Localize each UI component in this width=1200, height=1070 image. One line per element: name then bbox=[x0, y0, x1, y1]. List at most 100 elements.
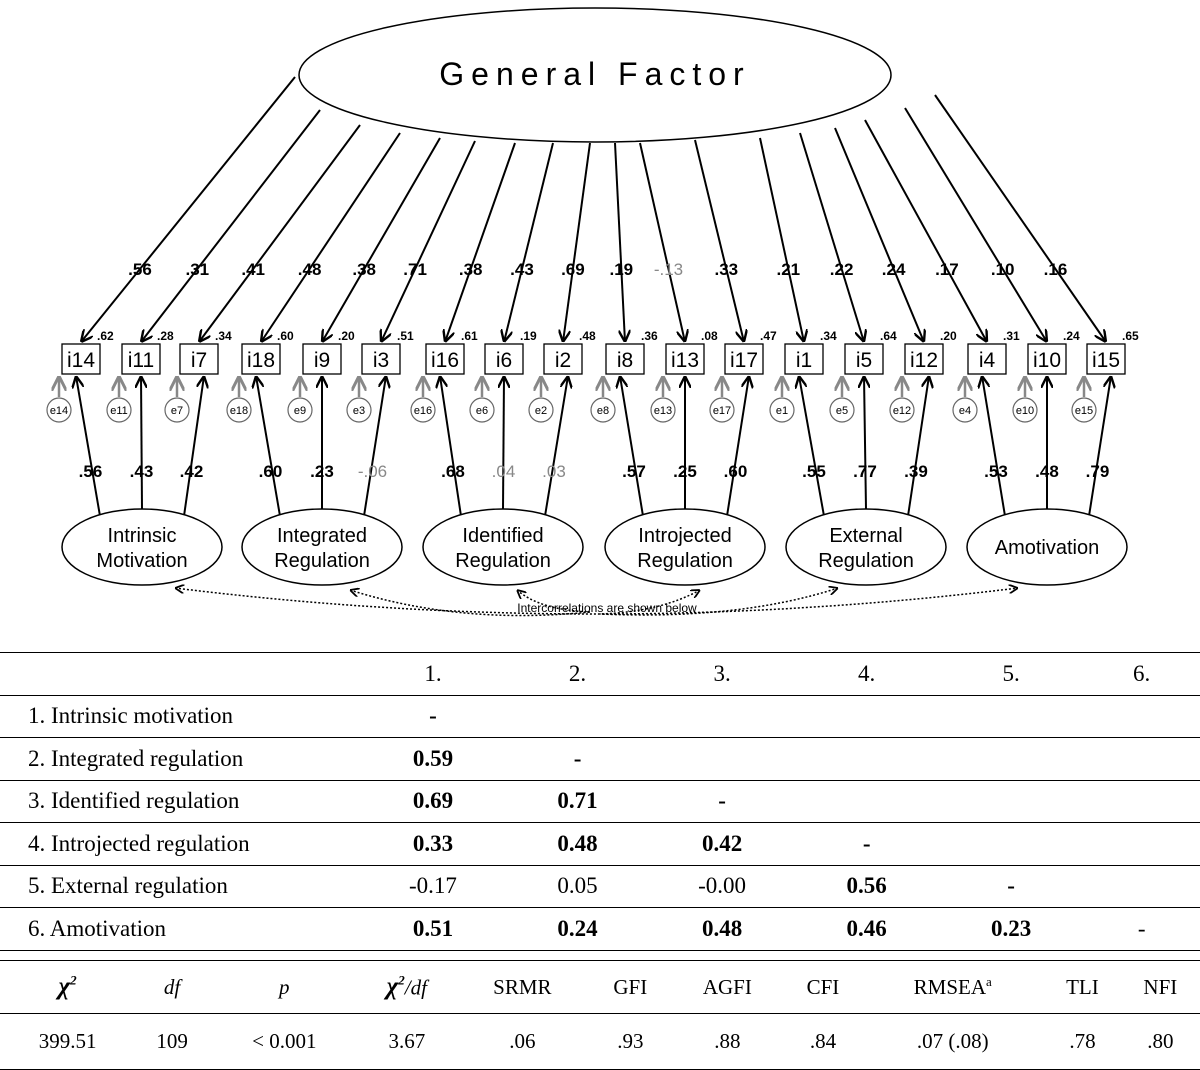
item-i17: i17 bbox=[724, 343, 764, 375]
fit-value-cell: < 0.001 bbox=[208, 1013, 360, 1070]
error-e13: e13 bbox=[650, 397, 676, 423]
fit-value-cell: .07 (.08) bbox=[861, 1013, 1045, 1070]
error-e16: e16 bbox=[410, 397, 436, 423]
item-i2: i2 bbox=[543, 343, 583, 375]
fit-header-cell: χ2/df bbox=[359, 960, 454, 1014]
general-loading-i14: .56 bbox=[128, 260, 152, 279]
error-label: e10 bbox=[1016, 405, 1034, 417]
fit-value-cell: .06 bbox=[454, 1013, 591, 1070]
error-label: e8 bbox=[597, 405, 609, 417]
general-path-i11 bbox=[141, 109, 321, 342]
row-label: 2. Integrated regulation bbox=[0, 737, 361, 781]
r-squared-i11: .28 bbox=[157, 329, 174, 343]
general-path-i14 bbox=[81, 76, 296, 342]
correlation-header-row: 1.2.3.4.5.6. bbox=[0, 652, 1200, 696]
factor-path-i15 bbox=[1088, 376, 1111, 517]
factor-loading-i11: .43 bbox=[130, 462, 154, 481]
factor-path-i7 bbox=[183, 376, 204, 517]
item-box bbox=[1027, 343, 1067, 375]
factor-path-i5 bbox=[864, 376, 866, 510]
error-circle bbox=[46, 397, 72, 423]
row-label: 1. Intrinsic motivation bbox=[0, 695, 361, 738]
factors-layer: IntrinsicMotivationIntegratedRegulationI… bbox=[61, 508, 1128, 586]
item-i11: i11 bbox=[121, 343, 161, 375]
item-box bbox=[241, 343, 281, 375]
factor-path-i2 bbox=[544, 376, 568, 517]
item-label: i15 bbox=[1092, 349, 1120, 372]
item-box bbox=[1086, 343, 1126, 375]
correlation-cell bbox=[794, 737, 939, 781]
general-loading-i18: .48 bbox=[298, 260, 322, 279]
factor-ellipse bbox=[966, 508, 1128, 586]
error-label: e3 bbox=[353, 405, 365, 417]
r-squared-i14: .62 bbox=[97, 329, 114, 343]
error-circle bbox=[650, 397, 676, 423]
general-loading-i7: .41 bbox=[241, 260, 265, 279]
correlation-cell bbox=[505, 695, 650, 738]
factor-label-line-1: Amotivation bbox=[995, 537, 1100, 559]
item-i9: i9 bbox=[302, 343, 342, 375]
item-box bbox=[904, 343, 944, 375]
factor-path-i6 bbox=[503, 376, 504, 510]
factor-label-line-2: Regulation bbox=[637, 550, 733, 572]
item-box bbox=[605, 343, 645, 375]
item-i1: i1 bbox=[784, 343, 824, 375]
factor-loading-i16: .68 bbox=[441, 462, 465, 481]
error-e12: e12 bbox=[889, 397, 915, 423]
r-squared-i5: .64 bbox=[880, 329, 897, 343]
fit-header-cell: SRMR bbox=[454, 960, 591, 1014]
error-circle bbox=[410, 397, 436, 423]
fit-header-cell: RMSEAa bbox=[861, 960, 1045, 1014]
factor-loading-i14: .56 bbox=[79, 462, 103, 481]
correlation-cell bbox=[938, 695, 1084, 738]
error-e14: e14 bbox=[46, 397, 72, 423]
error-circle bbox=[346, 397, 372, 423]
error-label: e11 bbox=[110, 405, 128, 417]
general-loading-i17: .33 bbox=[714, 260, 738, 279]
factor-loading-i3: -.06 bbox=[358, 462, 387, 481]
intercorrelation-arrows bbox=[175, 588, 1018, 617]
factor-path-i8 bbox=[620, 376, 644, 517]
fit-value-cell: .93 bbox=[590, 1013, 670, 1070]
r-squared-i10: .24 bbox=[1063, 329, 1080, 343]
specific-factor-paths bbox=[76, 376, 1111, 517]
correlation-cell: -0.17 bbox=[360, 865, 506, 908]
correlation-cell bbox=[1083, 780, 1200, 823]
error-label: e14 bbox=[50, 405, 68, 417]
item-label: i5 bbox=[856, 349, 872, 372]
correlation-cell: - bbox=[794, 822, 939, 866]
item-label: i14 bbox=[67, 349, 95, 372]
general-loading-i12: .24 bbox=[882, 260, 906, 279]
r-squared-i6: .19 bbox=[520, 329, 537, 343]
error-e3: e3 bbox=[346, 397, 372, 423]
correlation-cell: - bbox=[649, 780, 795, 823]
general-path-i4 bbox=[864, 119, 987, 342]
item-i7: i7 bbox=[179, 343, 219, 375]
error-e18: e18 bbox=[226, 397, 252, 423]
correlation-cell: 0.51 bbox=[360, 907, 506, 951]
factor-ellipse bbox=[604, 508, 766, 586]
error-label: e9 bbox=[294, 405, 306, 417]
fit-value-cell: .80 bbox=[1120, 1013, 1200, 1070]
general-path-i3 bbox=[381, 140, 476, 342]
fit-header-cell: NFI bbox=[1120, 960, 1200, 1014]
factor-loading-i7: .42 bbox=[180, 462, 204, 481]
correlation-cell bbox=[1083, 695, 1200, 738]
item-label: i4 bbox=[979, 349, 996, 372]
correlation-cell: 0.33 bbox=[360, 822, 506, 866]
item-box bbox=[724, 343, 764, 375]
correlation-cell: 0.71 bbox=[505, 780, 650, 823]
correlation-cell: -0.00 bbox=[649, 865, 795, 908]
general-loading-i9: .38 bbox=[352, 260, 376, 279]
item-label: i6 bbox=[496, 349, 512, 372]
item-i6: i6 bbox=[484, 343, 524, 375]
error-circle bbox=[590, 397, 616, 423]
factor-label-line-1: Intrinsic bbox=[108, 525, 177, 547]
error-e9: e9 bbox=[287, 397, 313, 423]
general-path-i9 bbox=[322, 137, 441, 342]
